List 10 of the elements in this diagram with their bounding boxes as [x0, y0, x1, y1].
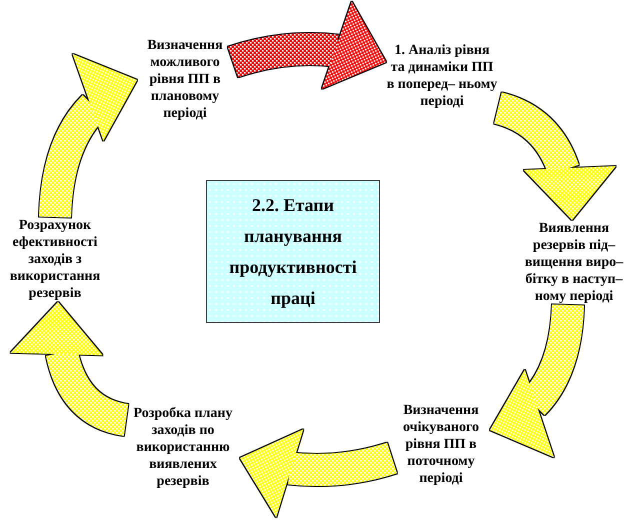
block-arrow [12, 302, 130, 436]
stage-text: 1. Аналіз рівня та динаміки ПП в поперед– ньому періоді [386, 42, 498, 110]
heading-text: 2.2. Етапи планування продуктивності праці [228, 194, 358, 310]
stage-text: Розробка плану заходів по використанню виявлених резервів [126, 405, 240, 490]
stage-text: Визначення очікуваного рівня ПП в поточному періоді [392, 402, 490, 487]
stage-text: Виявлення резервів під– вищення виро– бітку в наступ– ному періоді [522, 220, 626, 305]
stage-text: Визначення можливого рівня ПП в плановому періоді [137, 37, 233, 122]
stage-text: Розрахунок ефективності заходів з використання резервів [5, 217, 105, 302]
block-arrow [493, 92, 614, 222]
heading-panel [206, 180, 380, 323]
